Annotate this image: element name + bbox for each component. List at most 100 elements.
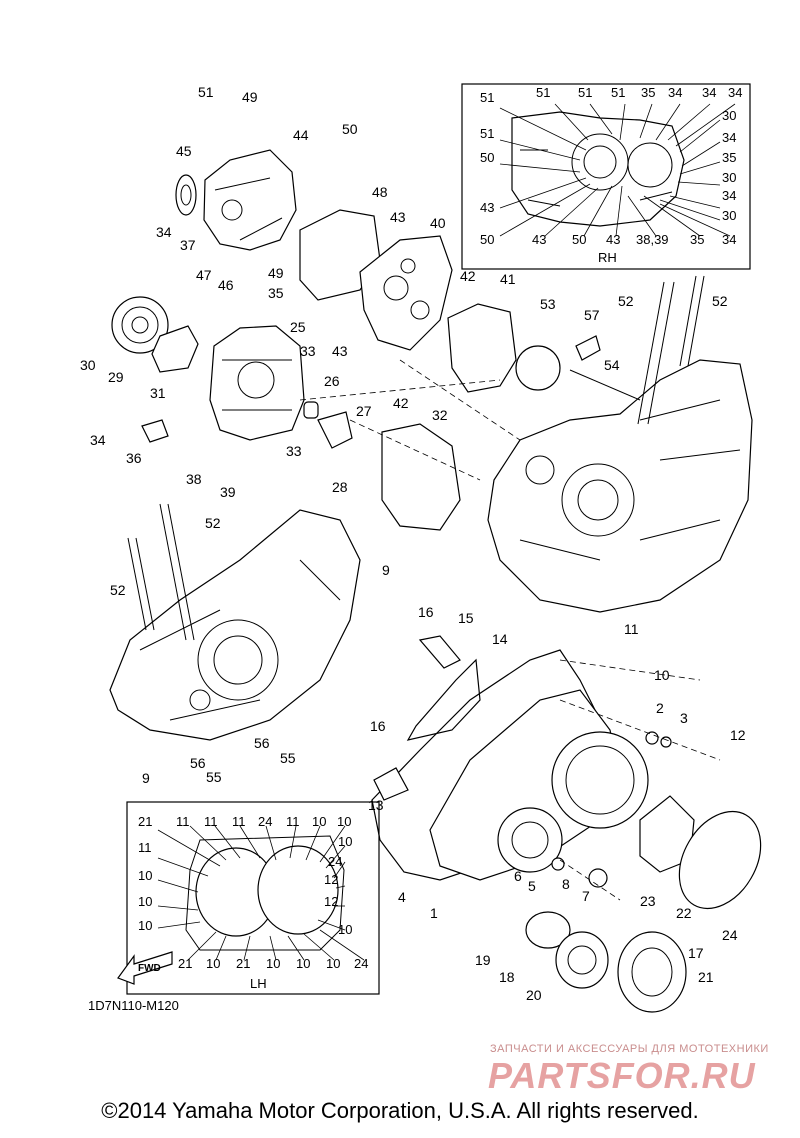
rh-callout-34: 34 — [722, 232, 736, 247]
lh-callout-24: 24 — [258, 814, 272, 829]
crankcase-lh — [109, 503, 361, 741]
rh-callout-43: 43 — [532, 232, 546, 247]
part-callout-52: 52 — [205, 515, 221, 531]
part-callout-40: 40 — [430, 215, 446, 231]
part-callout-27: 27 — [356, 403, 372, 419]
lh-callout-21: 21 — [236, 956, 250, 971]
rh-callout-30: 30 — [722, 108, 736, 123]
rh-callout-51: 51 — [611, 85, 625, 100]
lh-callout-11: 11 — [138, 840, 152, 855]
copyright-notice: ©2014 Yamaha Motor Corporation, U.S.A. A… — [101, 1098, 699, 1123]
part-callout-6: 6 — [514, 868, 522, 884]
part-callout-15: 15 — [458, 610, 474, 626]
part-callout-24: 24 — [722, 927, 738, 943]
part-callout-10: 10 — [654, 667, 670, 683]
diagram-code: 1D7N110-M120 — [88, 998, 179, 1013]
part-callout-1: 1 — [430, 905, 438, 921]
starter-group — [525, 911, 687, 1013]
part-callout-20: 20 — [526, 987, 542, 1003]
part-callout-35: 35 — [268, 285, 284, 301]
rh-callout-51: 51 — [480, 90, 494, 105]
lh-callout-11: 11 — [286, 814, 300, 829]
part-callout-52: 52 — [712, 293, 728, 309]
lh-callout-24: 24 — [328, 854, 342, 869]
lh-callout-10: 10 — [312, 814, 326, 829]
rh-callout-51: 51 — [578, 85, 592, 100]
part-callout-14: 14 — [492, 631, 508, 647]
rh-callout-51: 51 — [536, 85, 550, 100]
part-callout-42: 42 — [460, 268, 476, 284]
rh-callout-43: 43 — [606, 232, 620, 247]
crankcase-rh — [487, 275, 753, 613]
part-callout-52: 52 — [618, 293, 634, 309]
lh-label: LH — [250, 976, 267, 991]
part-callout-30: 30 — [80, 357, 96, 373]
part-callout-38: 38 — [186, 471, 202, 487]
rh-callout-43: 43 — [480, 200, 494, 215]
part-callout-55: 55 — [280, 750, 296, 766]
part-callout-29: 29 — [108, 369, 124, 385]
lh-callout-10: 10 — [138, 894, 152, 909]
lh-callout-10: 10 — [326, 956, 340, 971]
part-callout-31: 31 — [150, 385, 166, 401]
part-callout-11: 11 — [624, 621, 639, 637]
part-callout-46: 46 — [218, 277, 234, 293]
part-callout-3: 3 — [680, 710, 688, 726]
part-callout-22: 22 — [676, 905, 692, 921]
lh-callout-10: 10 — [338, 922, 352, 937]
lh-callout-10: 10 — [296, 956, 310, 971]
part-callout-23: 23 — [640, 893, 656, 909]
oil-pump-cover-group — [175, 149, 517, 393]
part-callout-9: 9 — [382, 562, 390, 578]
lh-callout-10: 10 — [138, 918, 152, 933]
part-callout-57: 57 — [584, 307, 600, 323]
part-callout-56: 56 — [190, 755, 206, 771]
watermark-logo: PARTSFOR.RU — [488, 1055, 756, 1096]
rh-callout-30: 30 — [722, 208, 736, 223]
part-callout-18: 18 — [499, 969, 515, 985]
part-callout-13: 13 — [368, 797, 384, 813]
part-callout-39: 39 — [220, 484, 236, 500]
part-callout-16: 16 — [370, 718, 386, 734]
part-callout-19: 19 — [475, 952, 491, 968]
lh-callout-21: 21 — [178, 956, 192, 971]
rh-callout-34: 34 — [722, 188, 736, 203]
fwd-label: FWD — [138, 963, 161, 974]
part-callout-55: 55 — [206, 769, 222, 785]
part-callout-21: 21 — [698, 969, 714, 985]
part-callout-48: 48 — [372, 184, 388, 200]
lh-callout-10: 10 — [266, 956, 280, 971]
rh-callout-35: 35 — [722, 150, 736, 165]
part-callout-17: 17 — [688, 945, 704, 961]
part-callout-32: 32 — [432, 407, 448, 423]
part-callout-49: 49 — [242, 89, 258, 105]
part-callout-41: 41 — [500, 271, 516, 287]
part-callout-34: 34 — [156, 224, 172, 240]
rh-callout-51: 51 — [480, 126, 494, 141]
part-callout-16: 16 — [418, 604, 434, 620]
part-callout-36: 36 — [126, 450, 142, 466]
part-callout-5: 5 — [528, 878, 536, 894]
watermark-tagline: ЗАПЧАСТИ И АКСЕССУАРЫ ДЛЯ МОТОТЕХНИКИ — [490, 1043, 769, 1055]
lh-callout-10: 10 — [337, 814, 351, 829]
part-callout-43: 43 — [332, 343, 348, 359]
lh-callout-21: 21 — [138, 814, 152, 829]
rh-label: RH — [598, 250, 617, 265]
part-callout-8: 8 — [562, 876, 570, 892]
rh-callout-50: 50 — [480, 232, 494, 247]
part-callout-2: 2 — [656, 700, 664, 716]
part-callout-45: 45 — [176, 143, 192, 159]
gasket-32 — [381, 423, 461, 531]
rh-callout-50: 50 — [572, 232, 586, 247]
part-callout-52: 52 — [110, 582, 126, 598]
part-callout-49: 49 — [268, 265, 284, 281]
part-callout-50: 50 — [342, 121, 358, 137]
part-callout-28: 28 — [332, 479, 348, 495]
part-callout-47: 47 — [196, 267, 212, 283]
rh-callout-35: 35 — [690, 232, 704, 247]
